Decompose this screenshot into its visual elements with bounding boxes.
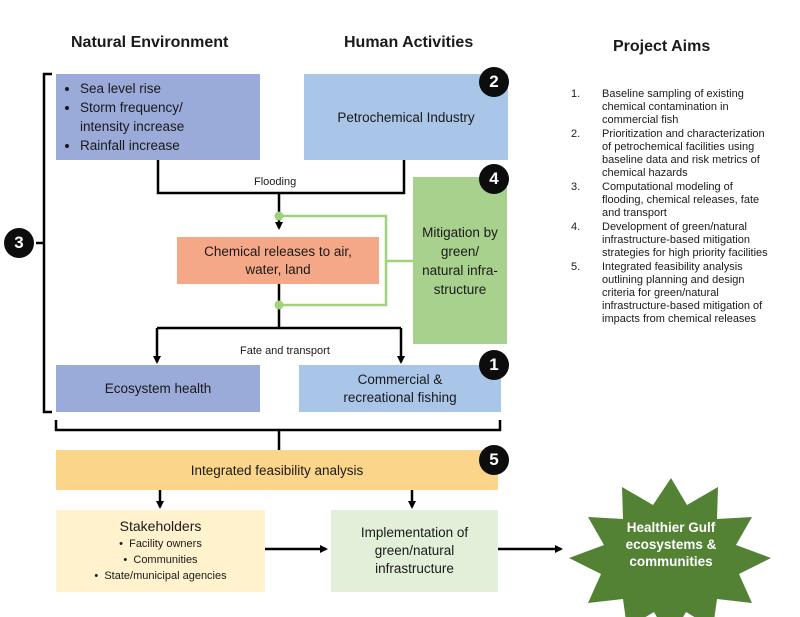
mitigation-box: Mitigation by green/ natural infra-struc…	[413, 177, 507, 344]
natural-environment-list: Sea level rise Storm frequency/ intensit…	[56, 79, 230, 155]
badge-1: 1	[479, 350, 509, 380]
aim-number: 3.	[571, 181, 581, 193]
ecosystem-health-box: Ecosystem health	[56, 365, 260, 412]
list-item: Facility owners	[94, 536, 226, 552]
list-item: 1. Baseline sampling of existing chemica…	[571, 88, 771, 127]
badge-4: 4	[479, 164, 509, 194]
bottom-bracket	[54, 420, 502, 432]
badge-5: 5	[479, 445, 509, 475]
badge-2: 2	[479, 67, 509, 97]
petrochemical-industry-box: Petrochemical Industry	[304, 74, 508, 160]
list-item: 4. Development of green/natural infrastr…	[571, 221, 771, 260]
stakeholders-list: Facility owners Communities State/munici…	[94, 536, 226, 584]
aim-number: 4.	[571, 221, 581, 233]
commercial-fishing-box: Commercial & recreational fishing	[299, 365, 501, 412]
list-item: Rainfall increase	[80, 136, 230, 155]
fate-and-transport-label: Fate and transport	[240, 345, 330, 357]
aim-number: 5.	[571, 261, 581, 273]
chemical-releases-box: Chemical releases to air, water, land	[177, 237, 379, 284]
header-project-aims: Project Aims	[613, 38, 711, 55]
project-aims-list: 1. Baseline sampling of existing chemica…	[571, 88, 771, 327]
list-item: State/municipal agencies	[94, 568, 226, 584]
list-item: Sea level rise	[80, 79, 230, 98]
header-human-activities: Human Activities	[344, 34, 474, 51]
list-item: Communities	[94, 552, 226, 568]
badge-3: 3	[4, 228, 34, 258]
stakeholders-box: Stakeholders Facility owners Communities…	[56, 510, 265, 592]
aim-number: 2.	[571, 128, 581, 140]
aim-text: Prioritization and characterization of p…	[602, 128, 765, 179]
header-natural-environment: Natural Environment	[71, 34, 229, 51]
aim-text: Development of green/natural infrastruct…	[602, 221, 768, 259]
aim-text: Integrated feasibility analysis outlinin…	[602, 261, 763, 325]
list-item: Storm frequency/ intensity increase	[80, 98, 230, 136]
implementation-box: Implementation of green/natural infrastr…	[331, 510, 498, 592]
natural-environment-box: Sea level rise Storm frequency/ intensit…	[56, 74, 260, 160]
integrated-feasibility-box: Integrated feasibility analysis	[56, 450, 498, 490]
aim-number: 1.	[571, 88, 581, 100]
left-bracket	[42, 72, 52, 414]
flooding-label: Flooding	[254, 176, 297, 188]
list-item: 5. Integrated feasibility analysis outli…	[571, 261, 771, 326]
list-item: 2. Prioritization and characterization o…	[571, 128, 771, 180]
list-item: 3. Computational modeling of flooding, c…	[571, 181, 771, 220]
aim-text: Computational modeling of flooding, chem…	[602, 181, 760, 219]
stakeholders-title: Stakeholders	[119, 518, 202, 534]
outcome-star-label: Healthier Gulf ecosystems & communities	[625, 519, 717, 569]
aim-text: Baseline sampling of existing chemical c…	[602, 88, 744, 126]
outcome-star	[569, 478, 771, 617]
